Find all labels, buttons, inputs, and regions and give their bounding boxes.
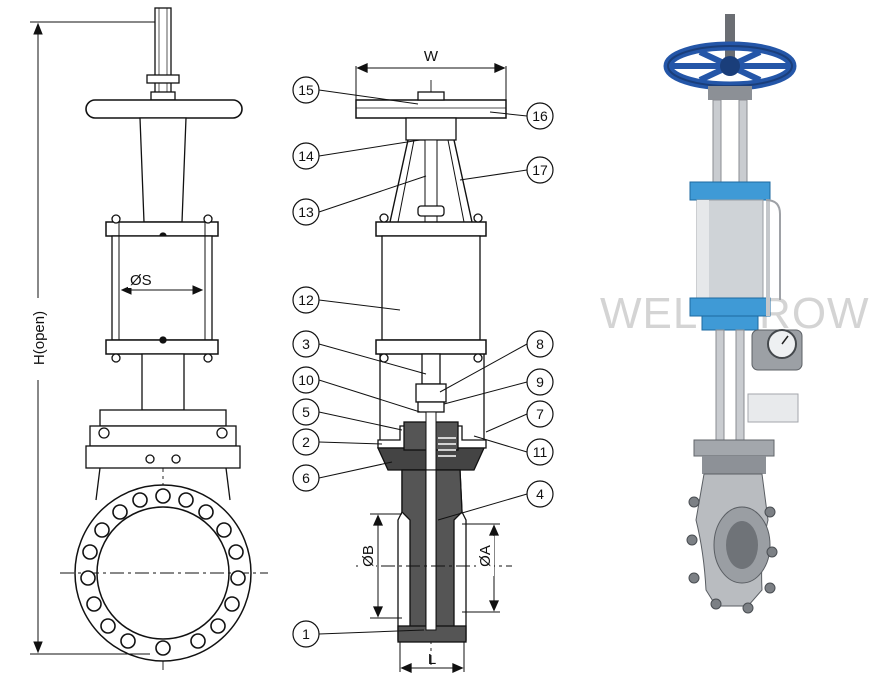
width-label: W bbox=[424, 48, 439, 65]
callout-3: 3 bbox=[302, 336, 310, 352]
callout-2: 2 bbox=[302, 434, 310, 450]
flange-bolt-holes bbox=[80, 488, 246, 656]
callout-numbers: 15 16 14 17 13 12 3 8 10 9 5 7 2 11 6 4 … bbox=[298, 82, 548, 642]
callout-6: 6 bbox=[302, 470, 310, 486]
diameter-s-label-bg bbox=[128, 270, 162, 288]
length-label: L bbox=[428, 651, 436, 668]
callout-11: 11 bbox=[533, 444, 548, 460]
callout-16: 16 bbox=[532, 108, 548, 124]
callout-4: 4 bbox=[536, 486, 544, 502]
valve-product-photo: WELLGROW bbox=[600, 14, 869, 614]
callout-7: 7 bbox=[536, 406, 544, 422]
front-view bbox=[60, 7, 268, 670]
callout-8: 8 bbox=[536, 336, 544, 352]
callout-9: 9 bbox=[536, 374, 544, 390]
diameter-s-label: ØS bbox=[130, 272, 152, 289]
callout-14: 14 bbox=[298, 148, 314, 164]
callout-13: 13 bbox=[298, 204, 314, 220]
callout-5: 5 bbox=[302, 404, 310, 420]
bore-a-label: ØA bbox=[477, 545, 494, 567]
callout-17: 17 bbox=[532, 162, 548, 178]
bore-a-label-bg bbox=[476, 536, 494, 576]
height-label-bg bbox=[28, 298, 48, 380]
section-view bbox=[355, 62, 512, 674]
callout-1: 1 bbox=[302, 626, 310, 642]
height-open-label: H(open) bbox=[31, 311, 48, 365]
callout-12: 12 bbox=[298, 292, 314, 308]
pressure-gauge-icon bbox=[751, 329, 803, 371]
callout-10: 10 bbox=[298, 372, 314, 388]
bore-b-label-bg bbox=[358, 536, 376, 576]
bore-b-label: ØB bbox=[360, 545, 377, 567]
callout-leaders bbox=[318, 89, 528, 635]
callout-15: 15 bbox=[298, 82, 314, 98]
callouts bbox=[292, 76, 554, 648]
